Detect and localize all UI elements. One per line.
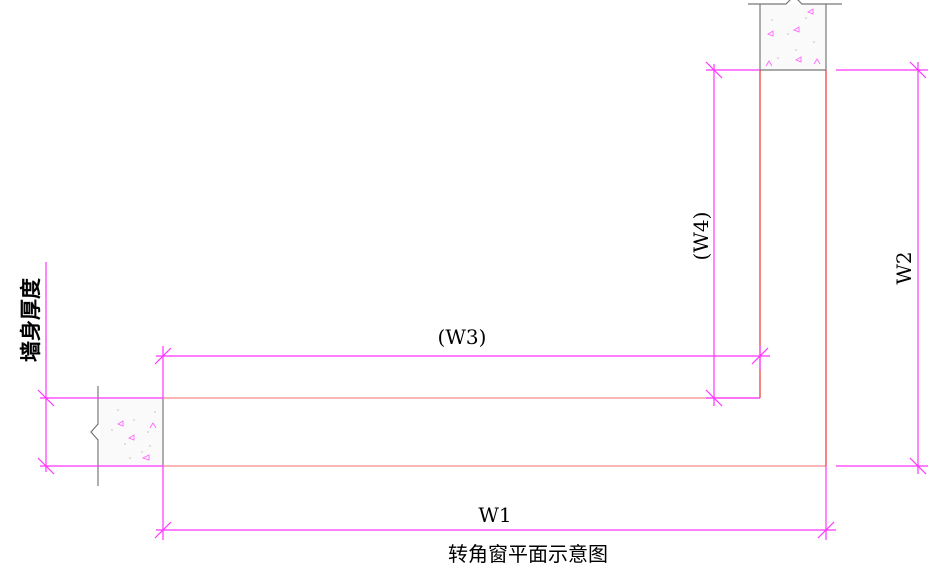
top-wall-concrete-texture xyxy=(771,17,815,59)
left-wall-concrete-texture xyxy=(111,409,156,459)
w4-label: (W4) xyxy=(689,212,713,261)
wall-thickness-tick-bottom xyxy=(37,457,55,475)
w2-tick-top xyxy=(909,61,927,79)
top-wall-break-line xyxy=(748,0,842,5)
top-wall-fill xyxy=(760,4,826,70)
left-wall-section xyxy=(90,386,164,486)
corner-window-frame xyxy=(163,70,827,467)
wall-thickness-tick-top xyxy=(37,389,55,407)
left-wall-fill xyxy=(100,398,163,466)
dimension-w1 xyxy=(154,466,836,540)
w2-label: W2 xyxy=(892,251,916,284)
dimension-w3 xyxy=(154,346,770,398)
w1-tick-right xyxy=(817,521,835,539)
dimension-w4 xyxy=(705,61,760,407)
w3-label: (W3) xyxy=(438,325,487,349)
w1-label: W1 xyxy=(478,503,511,527)
dimension-w2 xyxy=(836,61,928,475)
w2-tick-bottom xyxy=(909,457,927,475)
left-wall-break-line xyxy=(90,386,99,486)
w4-tick-bottom xyxy=(705,389,723,407)
top-wall-section xyxy=(748,0,842,71)
left-wall-aggregate-marks xyxy=(116,420,157,461)
top-wall-aggregate-marks xyxy=(765,8,821,67)
w1-tick-left xyxy=(154,521,172,539)
wall-thickness-label: 墙身厚度 xyxy=(19,278,43,362)
w3-tick-right xyxy=(751,347,769,365)
dimension-wall-thickness xyxy=(37,262,163,475)
w3-tick-left xyxy=(154,347,172,365)
drawing-caption: 转角窗平面示意图 xyxy=(448,542,608,566)
w4-tick-top xyxy=(705,61,723,79)
